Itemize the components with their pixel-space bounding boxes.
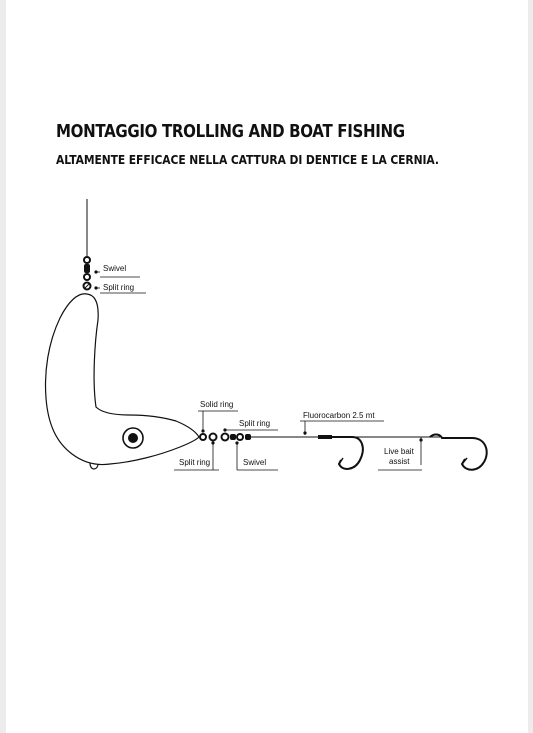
callout-dot-split-ring-bottom [211, 441, 215, 445]
swivel-eye-part [236, 433, 244, 441]
lure-chin-bump [89, 462, 99, 470]
lure-body [44, 293, 200, 466]
label-live-bait-line2: assist [389, 457, 410, 466]
label-split-ring-top: Split ring [103, 283, 134, 292]
label-swivel-top: Swivel [103, 264, 126, 273]
page-title: MONTAGGIO TROLLING AND BOAT FISHING [56, 122, 405, 142]
crimp-sleeve [318, 435, 332, 439]
first-hook [332, 436, 364, 470]
second-hook [429, 433, 488, 471]
label-fluorocarbon: Fluorocarbon 2.5 mt [303, 411, 375, 420]
split-ring-part [220, 432, 230, 442]
rear-split-ring-part [208, 432, 218, 442]
callout-dot-solid-ring [201, 429, 205, 433]
swivel-barrel-part-2 [245, 434, 251, 440]
callout-dot-live-bait [419, 438, 423, 442]
top-swivel [83, 256, 91, 281]
callout-dot-fluorocarbon [303, 431, 307, 435]
left-border [0, 0, 6, 733]
lure-eye [122, 427, 144, 449]
second-hook-barb [461, 457, 468, 465]
callout-dot-swivel-bottom [235, 441, 239, 445]
front-hardware [199, 432, 251, 442]
label-split-ring-rear: Split ring [239, 419, 270, 428]
callout-dot-split-ring-rear [223, 428, 227, 432]
first-hook-barb [338, 457, 344, 465]
label-swivel-bottom: Swivel [243, 458, 266, 467]
right-border [528, 0, 533, 733]
top-split-ring [82, 281, 92, 291]
solid-ring-part [199, 433, 207, 441]
swivel-barrel-part [230, 434, 236, 440]
label-split-ring-bottom: Split ring [179, 458, 210, 467]
label-solid-ring: Solid ring [200, 400, 233, 409]
page-subtitle: ALTAMENTE EFFICACE NELLA CATTURA DI DENT… [56, 152, 439, 167]
label-live-bait-line1: Live bait [384, 447, 415, 456]
